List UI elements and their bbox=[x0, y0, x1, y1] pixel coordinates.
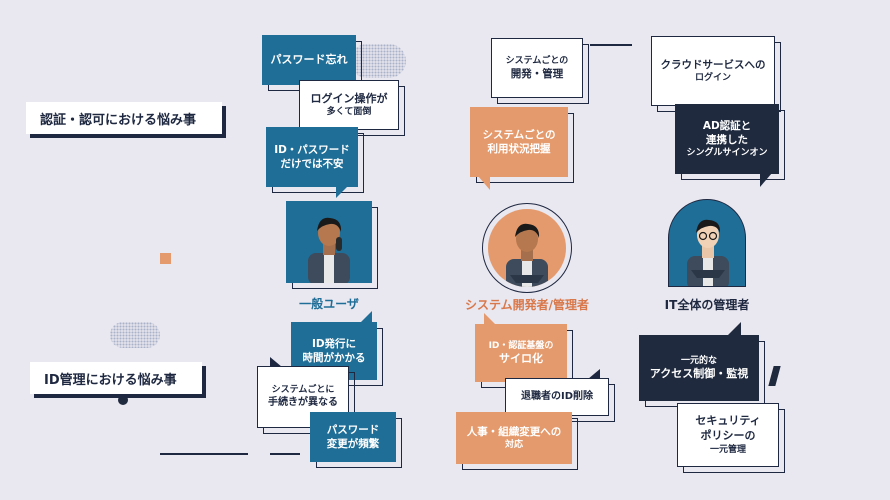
bubble-tail bbox=[478, 176, 490, 190]
divider-line-bottom bbox=[160, 453, 248, 455]
bubble-system-usage: システムごとの 利用状況把握 bbox=[470, 107, 568, 177]
bubble-text: ポリシーの bbox=[700, 428, 756, 442]
auth-worries-label: 認証・認可における悩み事 bbox=[26, 102, 222, 134]
bubble-text: 変更が頻繁 bbox=[326, 438, 380, 450]
person-icon bbox=[308, 217, 350, 283]
bubble-silo: ID・認証基盤の サイロ化 bbox=[475, 324, 567, 382]
auth-worries-text: 認証・認可における悩み事 bbox=[40, 112, 197, 128]
bubble-text: ID発行に bbox=[311, 337, 357, 350]
avatar-it-admin bbox=[668, 199, 746, 287]
bubble-text: ID・認証基盤の bbox=[488, 340, 554, 351]
dot-pattern-decoration bbox=[350, 44, 406, 78]
bubble-text: ID・パスワード bbox=[274, 143, 350, 156]
role-it-admin: IT全体の管理者 bbox=[664, 298, 750, 312]
id-worries-text: ID管理における悩み事 bbox=[44, 372, 177, 388]
bubble-text: サイロ化 bbox=[499, 351, 543, 365]
bubble-tail bbox=[727, 322, 741, 336]
bubble-text: 人事・組織変更への bbox=[466, 425, 562, 438]
bubble-text: シングルサインオン bbox=[686, 148, 768, 159]
avatar-general-user bbox=[286, 201, 372, 283]
bubble-text: 退職者のID削除 bbox=[520, 391, 594, 403]
person-icon bbox=[687, 219, 729, 286]
bubble-password-forgot: パスワード忘れ bbox=[262, 35, 356, 85]
bubble-tail bbox=[484, 313, 496, 325]
bubble-text: 利用状況把握 bbox=[487, 143, 551, 155]
bubble-security-policy: セキュリティ ポリシーの 一元管理 bbox=[677, 403, 779, 467]
orange-square-decoration bbox=[160, 253, 171, 264]
bubble-unified-access: 一元的な アクセス制御・監視 bbox=[639, 335, 759, 401]
bubble-text: パスワード忘れ bbox=[270, 52, 348, 66]
dot-pattern-decoration bbox=[110, 322, 160, 348]
divider-line-top bbox=[590, 44, 632, 46]
bubble-system-dev: システムごとの 開発・管理 bbox=[491, 38, 583, 98]
person-icon bbox=[506, 223, 548, 287]
bubble-id-password: ID・パスワード だけでは不安 bbox=[266, 127, 358, 187]
portrait-ring bbox=[482, 203, 572, 293]
bubble-text: クラウドサービスへの bbox=[660, 58, 766, 71]
bubble-text: アクセス制御・監視 bbox=[649, 366, 749, 380]
bubble-tail bbox=[588, 369, 600, 379]
bubble-text: 多くて面倒 bbox=[326, 107, 372, 118]
role-system-admin: システム開発者/管理者 bbox=[464, 298, 590, 312]
bubble-text: ログイン bbox=[694, 73, 731, 84]
bubble-text: AD認証と bbox=[702, 119, 752, 132]
bubble-text: パスワード bbox=[326, 423, 380, 436]
divider-line-bottom-2 bbox=[270, 453, 300, 455]
bubble-text: 連携した bbox=[706, 133, 748, 146]
bubble-text: 対応 bbox=[504, 440, 523, 451]
navy-dot-decoration bbox=[118, 395, 128, 405]
role-general-user: 一般ユーザ bbox=[299, 297, 359, 311]
bubble-text: システムごとの bbox=[482, 128, 556, 141]
id-worries-label: ID管理における悩み事 bbox=[30, 362, 202, 394]
bubble-login-ops: ログイン操作が 多くて面倒 bbox=[299, 80, 399, 130]
navy-bar-decoration bbox=[768, 366, 781, 386]
bubble-tail bbox=[270, 357, 282, 367]
bubble-password-change: パスワード 変更が頻繁 bbox=[310, 412, 396, 462]
bubble-text: 一元的な bbox=[680, 355, 717, 366]
bubble-text: 時間がかかる bbox=[302, 352, 366, 364]
bubble-hr-change: 人事・組織変更への 対応 bbox=[456, 412, 572, 464]
bubble-tail bbox=[760, 173, 772, 187]
bubble-text: システムごとに bbox=[271, 385, 335, 396]
bubble-text: だけでは不安 bbox=[280, 158, 344, 170]
bubble-text: システムごとの bbox=[505, 55, 569, 66]
bubble-tail bbox=[336, 186, 348, 198]
bubble-retiree: 退職者のID削除 bbox=[505, 378, 609, 416]
bubble-text: ログイン操作が bbox=[310, 91, 388, 105]
bubble-text: セキュリティ bbox=[695, 414, 761, 428]
bubble-text: 開発・管理 bbox=[510, 67, 564, 80]
avatar-system-admin bbox=[488, 209, 566, 287]
bubble-cloud-login: クラウドサービスへの ログイン bbox=[651, 36, 775, 106]
bubble-text: 一元管理 bbox=[709, 444, 746, 455]
bubble-ad-sso: AD認証と 連携した シングルサインオン bbox=[675, 104, 779, 174]
bubble-text: 手続きが異なる bbox=[268, 397, 338, 409]
bubble-tail bbox=[360, 311, 372, 323]
